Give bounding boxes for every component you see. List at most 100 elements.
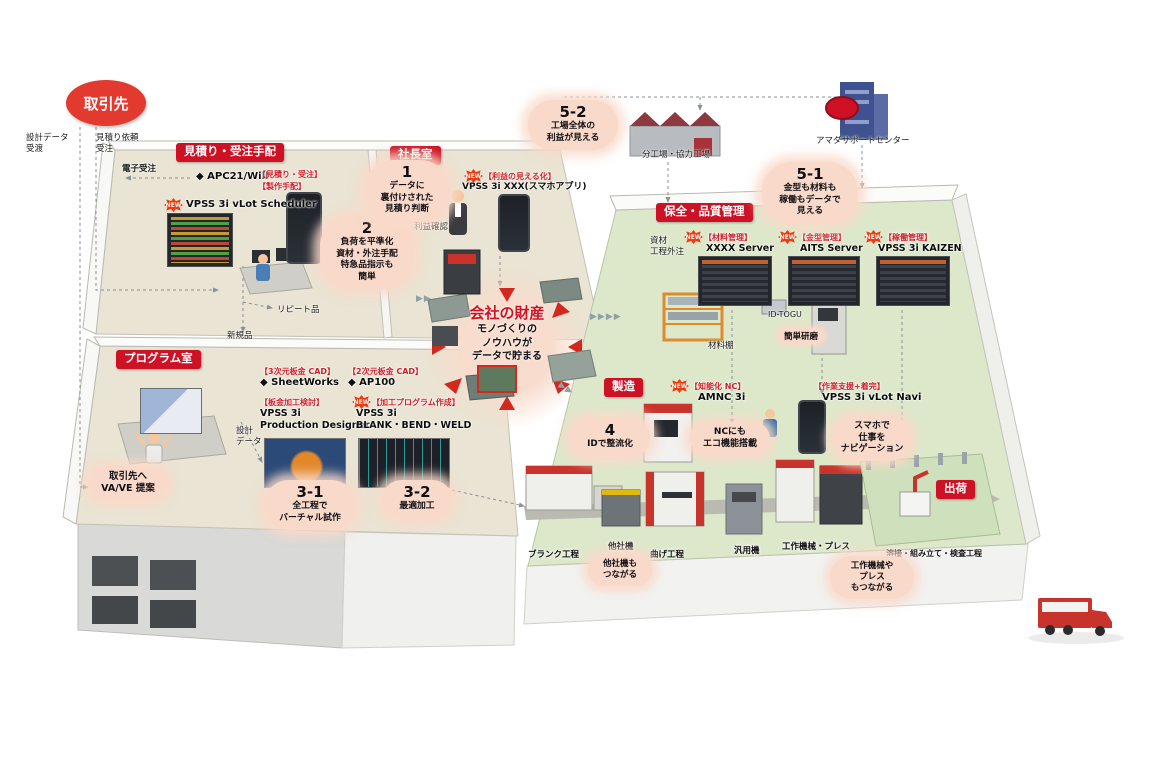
vlot-scheduler-name: VPSS 3i vLot Scheduler xyxy=(186,199,317,210)
callout-number: 5-2 xyxy=(559,103,587,121)
profit-visibility-tag: 【利益の見える化】 xyxy=(484,172,556,181)
machine-tool-press xyxy=(775,459,863,525)
material-shelf-label: 材料棚 xyxy=(708,341,734,351)
review-tag: 【板金加工検討】 xyxy=(260,398,324,407)
profit-app-phone xyxy=(498,194,530,252)
die-mgmt-tag: 【金型管理】 xyxy=(798,233,846,242)
maintenance-room-title: 保全・品質管理 xyxy=(656,203,753,222)
eco-function-bubble: NCにも エコ機能搭載 xyxy=(690,422,770,456)
callout-number: 5-1 xyxy=(796,165,824,183)
electronic-order-label: 電子受注 xyxy=(122,164,157,174)
callout-1: 1 データに 裏付けされた 見積り判断 xyxy=(364,160,450,222)
process-label-machine-press: 工作機械・プレス xyxy=(782,542,851,552)
new-badge: NEW xyxy=(778,230,797,244)
manufacturing-title: 製造 xyxy=(604,378,643,397)
sheetworks-screenshot xyxy=(140,388,202,434)
new-badge: NEW xyxy=(352,395,371,409)
callout-4: 4 IDで整流化 xyxy=(570,418,650,457)
window xyxy=(150,560,196,590)
company-asset-message: 会社の財産 モノづくりの ノウハウが データで貯まる xyxy=(438,302,576,364)
profit-app-name: VPSS 3i XXX(スマホアプリ) xyxy=(462,182,587,192)
cad2d-tag: 【2次元板金 CAD】 xyxy=(348,367,424,376)
new-badge: NEW xyxy=(464,169,483,183)
other-machines-bubble: 他社機も つながる xyxy=(588,554,652,587)
framed-photo xyxy=(477,365,517,393)
branch-factory-label: 分工場・協力工場 xyxy=(642,150,711,160)
new-badge: NEW xyxy=(670,379,689,393)
work-support-tag: 【作業支援+着完】 xyxy=(814,382,885,391)
branch-factory-illustration xyxy=(629,112,721,157)
support-center-building xyxy=(825,82,888,140)
callout-text: 工場全体の 利益が見える xyxy=(546,121,600,143)
shipping-title: 出荷 xyxy=(936,480,975,499)
estimate-order-tag: 【見積り・受注】 xyxy=(258,170,322,179)
amada-logo xyxy=(825,96,859,120)
program-create-tag: 【加工プログラム作成】 xyxy=(372,398,460,407)
callout-number: 4 xyxy=(604,421,616,439)
apc-label: ◆ APC21/Will xyxy=(196,171,269,182)
callout-text: データに 裏付けされた 見積り判断 xyxy=(380,181,434,215)
amnc-machine xyxy=(643,403,693,463)
programmer-person xyxy=(134,432,174,464)
machine-photo xyxy=(432,326,458,346)
window xyxy=(92,556,138,586)
callout-3-2: 3-2 最適加工 xyxy=(382,480,452,519)
material-shelf-illustration xyxy=(662,292,724,342)
profit-check-label: 利益確認 xyxy=(414,222,449,232)
callout-5-2: 5-2 工場全体の 利益が見える xyxy=(528,100,618,151)
id-togu-label: ID-TOGU xyxy=(768,310,802,319)
callout-number: 2 xyxy=(361,219,373,237)
smartphone-navi-bubble: スマホで 仕事を ナビゲーション xyxy=(832,416,912,462)
design-data-flow-label: 設計 データ xyxy=(236,426,262,448)
new-badge: NEW xyxy=(864,230,883,244)
intelligent-nc-tag: 【知能化 NC】 xyxy=(690,382,746,391)
other-company-machine xyxy=(601,489,641,527)
sheetworks-name: ◆ SheetWorks xyxy=(260,377,339,388)
general-purpose-machine xyxy=(725,483,763,535)
process-label-weld: 溶接・組み立て・検査工程 xyxy=(886,549,982,558)
kaizen-name: VPSS 3i KAIZEN xyxy=(878,243,962,254)
callout-5-1: 5-1 金型も材料も 稼働もデータで 見える xyxy=(762,162,858,224)
callout-number: 3-2 xyxy=(403,483,431,501)
process-label-general: 汎用機 xyxy=(734,546,760,556)
kaizen-screenshot xyxy=(876,256,950,306)
estimate-operator-person xyxy=(256,254,270,281)
xxxx-server-name: XXXX Server xyxy=(706,243,774,254)
process-label-other: 他社機 xyxy=(608,542,634,552)
callout-text: 金型も材料も 稼働もデータで 見える xyxy=(779,183,841,217)
company-asset-title: 会社の財産 xyxy=(469,304,545,322)
production-designer-name: VPSS 3i Production Designer xyxy=(260,408,370,431)
support-center-label: アマダサポートセンター xyxy=(816,136,910,146)
sheet-metal-part-photo xyxy=(427,293,471,323)
sheet-metal-part-photo xyxy=(539,277,583,304)
arrow-chain: ▶▶▶▶ xyxy=(590,312,622,322)
delivery-truck xyxy=(1028,598,1124,644)
process-label-bend: 曲げ工程 xyxy=(650,550,685,560)
callout-text: 負荷を平準化 資材・外注手配 特急品指示も 簡単 xyxy=(336,237,398,282)
callout-text: 全工程で バーチャル試作 xyxy=(279,501,341,523)
vave-proposal-bubble: 取引先へ VA/VE 提案 xyxy=(88,466,168,501)
new-badge: NEW xyxy=(684,230,703,244)
callout-text: IDで整流化 xyxy=(587,439,633,450)
easy-grinding-bubble: 簡単研磨 xyxy=(778,328,825,344)
production-designer-screenshot xyxy=(264,438,346,488)
scheduler-screenshot xyxy=(167,213,233,267)
new-badge: NEW xyxy=(164,198,183,212)
material-outsource-label: 資材 工程外注 xyxy=(650,236,685,258)
callout-number: 1 xyxy=(401,163,413,181)
sheet-metal-part-photo xyxy=(547,349,597,383)
callout-2: 2 負荷を平準化 資材・外注手配 特急品指示も 簡単 xyxy=(320,216,414,289)
president-person xyxy=(449,190,467,235)
die-server-screenshot xyxy=(788,256,860,306)
new-item-label: 新規品 xyxy=(227,331,253,341)
company-asset-body: モノづくりの ノウハウが データで貯まる xyxy=(472,324,542,362)
production-arrange-tag: 【製作手配】 xyxy=(258,182,306,191)
repeat-item-label: リピート品 xyxy=(277,305,320,315)
callout-number: 3-1 xyxy=(296,483,324,501)
cad3d-tag: 【3次元板金 CAD】 xyxy=(260,367,336,376)
machine-press-bubble: 工作機械や プレス もつながる xyxy=(830,556,914,600)
scheduler-phone xyxy=(286,192,322,264)
grinder-machine xyxy=(811,297,847,355)
company-asset-burst-graphics xyxy=(425,265,597,429)
bending-machine xyxy=(645,471,705,527)
